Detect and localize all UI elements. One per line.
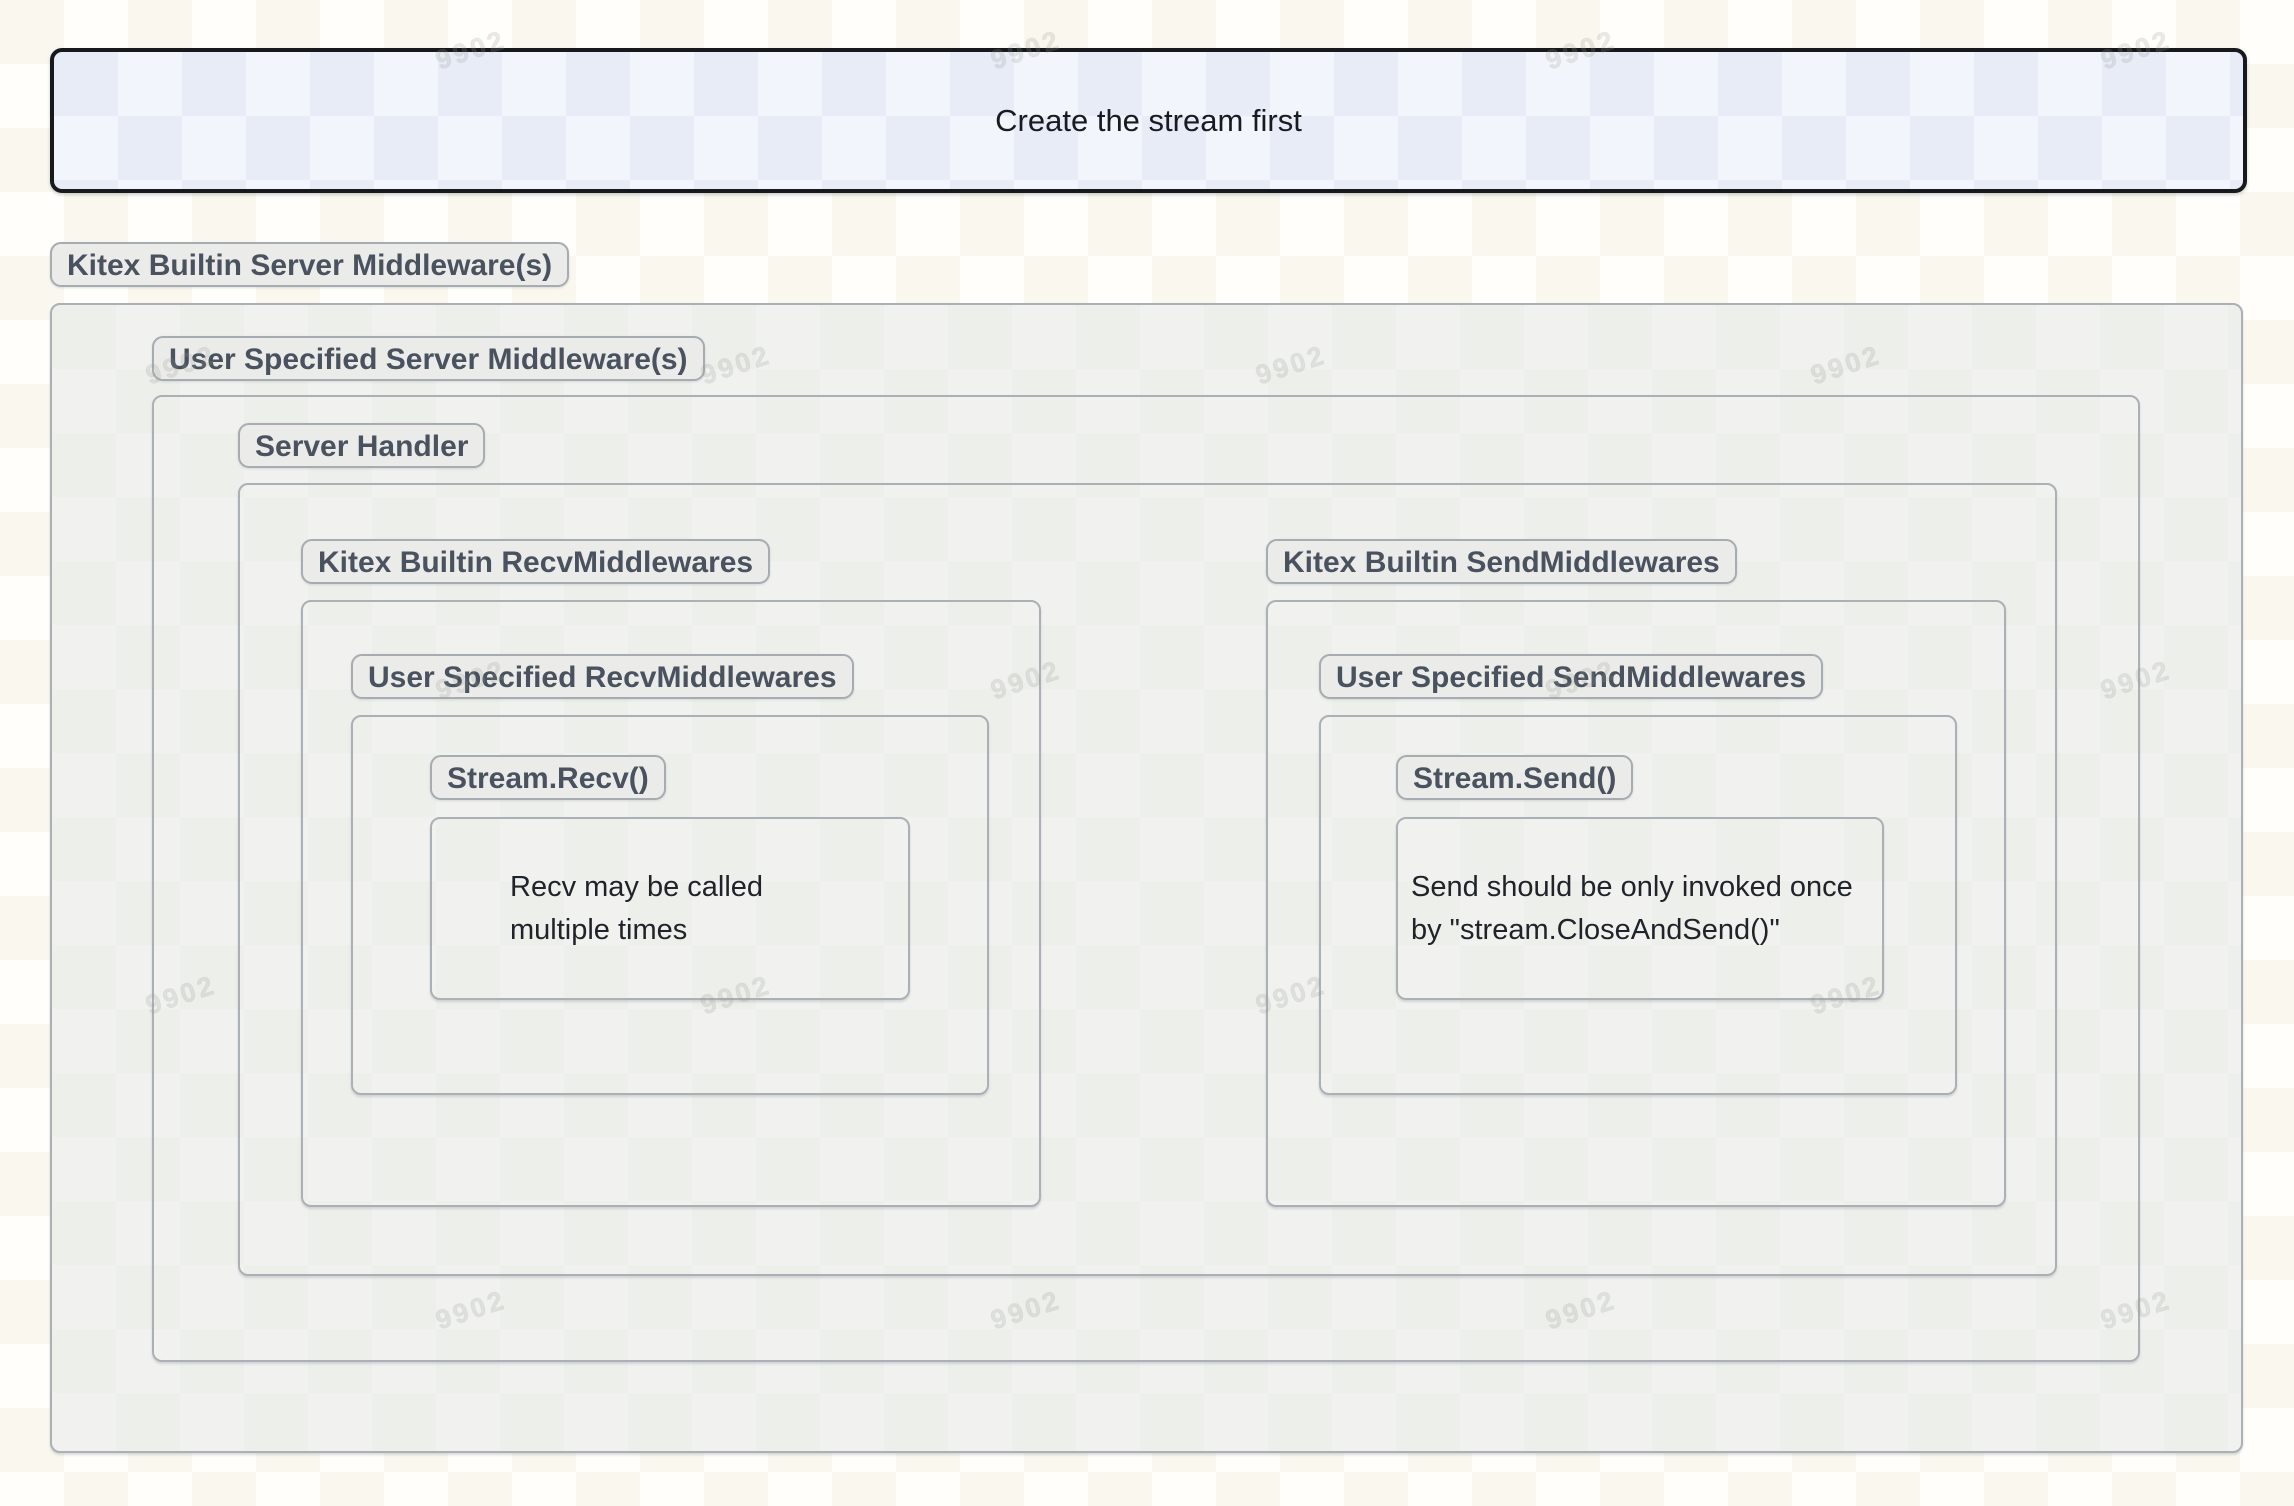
badge-user-specified-server-middleware: User Specified Server Middleware(s) — [152, 336, 705, 381]
box-user-specified-send-middlewares — [1319, 715, 1957, 1095]
box-user-specified-recv-middlewares — [351, 715, 989, 1095]
box-stream-recv-note: Recv may be called multiple times — [430, 817, 910, 1000]
create-stream-banner: Create the stream first — [50, 48, 2247, 193]
badge-stream-recv: Stream.Recv() — [430, 755, 666, 800]
box-user-specified-server-middleware — [152, 395, 2140, 1362]
create-stream-banner-label: Create the stream first — [995, 102, 1302, 138]
badge-server-handler: Server Handler — [238, 423, 486, 468]
box-server-handler — [238, 483, 2057, 1276]
badge-user-specified-recv-middlewares: User Specified RecvMiddlewares — [351, 654, 854, 699]
box-kitex-builtin-recv-middlewares — [301, 600, 1041, 1207]
box-kitex-builtin-send-middlewares — [1266, 600, 2006, 1207]
box-kitex-builtin-server-middleware — [50, 303, 2243, 1453]
badge-kitex-builtin-send-middlewares: Kitex Builtin SendMiddlewares — [1266, 539, 1737, 584]
recv-note-text: Recv may be called multiple times — [510, 871, 764, 946]
box-stream-send-note: Send should be only invoked once by "str… — [1396, 817, 1884, 1000]
badge-user-specified-send-middlewares: User Specified SendMiddlewares — [1319, 654, 1824, 699]
badge-kitex-builtin-server-middleware: Kitex Builtin Server Middleware(s) — [50, 242, 570, 287]
send-note-text: Send should be only invoked once by "str… — [1411, 871, 1853, 946]
badge-stream-send: Stream.Send() — [1396, 755, 1634, 800]
badge-kitex-builtin-recv-middlewares: Kitex Builtin RecvMiddlewares — [301, 539, 771, 584]
